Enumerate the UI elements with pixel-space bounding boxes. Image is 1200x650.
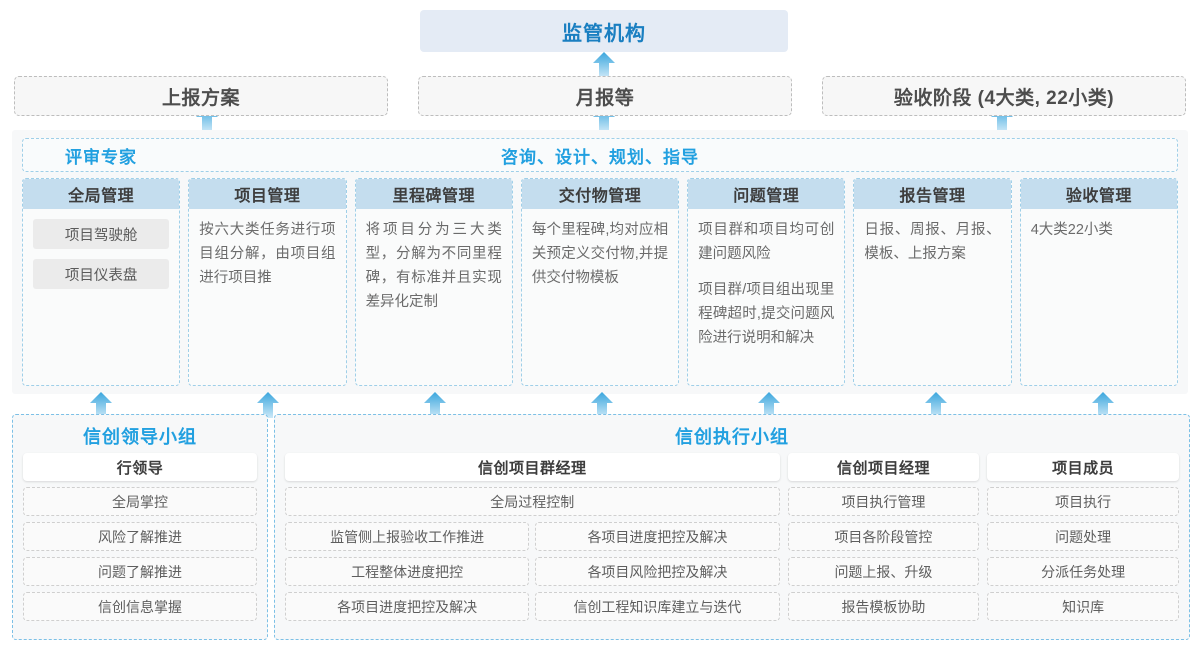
duty-grid: 项目执行管理项目各阶段管控问题上报、升级报告模板协助: [787, 487, 980, 629]
role-title[interactable]: 信创项目群经理: [285, 453, 780, 481]
management-card-title: 问题管理: [688, 179, 845, 209]
execution-group: 信创执行小组 信创项目群经理全局过程控制监管侧上报验收工作推进工程整体进度把控各…: [274, 414, 1190, 640]
arrow-up-icon: [758, 392, 780, 418]
management-card-title: 里程碑管理: [355, 179, 512, 209]
report-box-monthly: 月报等: [418, 76, 792, 116]
leadership-role-columns: 行领导全局掌控风险了解推进问题了解推进信创信息掌握: [23, 453, 257, 629]
management-card-text: 将项目分为三大类型，分解为不同里程碑，有标准并且实现差异化定制: [365, 222, 502, 310]
duty-item[interactable]: 信创信息掌握: [23, 592, 257, 621]
management-card-text: 每个里程碑,均对应相关预定义交付物,并提供交付物模板: [531, 222, 669, 286]
consultancy-services-label: 咨询、设计、规划、指导: [501, 147, 699, 167]
duty-grid: 全局掌控风险了解推进问题了解推进信创信息掌握: [23, 487, 257, 629]
duty-column: 各项目进度把控及解决各项目风险把控及解决信创工程知识库建立与迭代: [535, 522, 780, 629]
duty-column: 监管侧上报验收工作推进工程整体进度把控各项目进度把控及解决: [285, 522, 530, 629]
duty-item[interactable]: 分派任务处理: [987, 557, 1179, 586]
duty-column: 全局掌控风险了解推进问题了解推进信创信息掌握: [23, 487, 257, 629]
role-title[interactable]: 行领导: [23, 453, 257, 481]
duty-item[interactable]: 监管侧上报验收工作推进: [285, 522, 530, 551]
duty-item[interactable]: 各项目进度把控及解决: [535, 522, 780, 551]
duty-item[interactable]: 各项目进度把控及解决: [285, 592, 530, 621]
duty-item[interactable]: 知识库: [987, 592, 1179, 621]
arrow-up-icon: [424, 392, 446, 418]
management-card-pill[interactable]: 项目仪表盘: [33, 259, 170, 289]
management-card[interactable]: 交付物管理每个里程碑,均对应相关预定义交付物,并提供交付物模板: [520, 178, 680, 386]
duty-item[interactable]: 风险了解推进: [23, 522, 257, 551]
arrow-up-icon: [90, 392, 112, 418]
management-card-text: 4大类22小类: [1030, 222, 1113, 238]
duty-item[interactable]: 全局过程控制: [285, 487, 780, 516]
management-card-body: 每个里程碑,均对应相关预定义交付物,并提供交付物模板: [522, 209, 678, 385]
duty-item[interactable]: 各项目风险把控及解决: [535, 557, 780, 586]
leadership-group: 信创领导小组 行领导全局掌控风险了解推进问题了解推进信创信息掌握: [12, 414, 268, 640]
duty-item[interactable]: 报告模板协助: [787, 592, 980, 621]
management-card[interactable]: 问题管理项目群和项目均可创建问题风险项目群/项目组出现里程碑超时,提交问题风险进…: [687, 178, 846, 386]
role-title[interactable]: 项目成员: [987, 453, 1179, 481]
management-card-title: 验收管理: [1020, 179, 1177, 209]
management-card-row: 全局管理项目驾驶舱项目仪表盘项目管理按六大类任务进行项目组分解，由项目组进行项目…: [22, 178, 1178, 386]
management-card[interactable]: 项目管理按六大类任务进行项目组分解，由项目组进行项目推: [188, 178, 347, 386]
teams-row: 信创领导小组 行领导全局掌控风险了解推进问题了解推进信创信息掌握 信创执行小组 …: [12, 414, 1190, 640]
duty-grid: 监管侧上报验收工作推进工程整体进度把控各项目进度把控及解决各项目进度把控及解决各…: [285, 522, 780, 629]
management-card-body: 项目驾驶舱项目仪表盘: [23, 209, 179, 385]
duty-item[interactable]: 问题了解推进: [23, 557, 257, 586]
role-column: 项目成员项目执行问题处理分派任务处理知识库: [987, 453, 1179, 629]
management-card-body: 日报、周报、月报、模板、上报方案: [854, 209, 1010, 385]
arrow-up-icon: [257, 392, 279, 418]
execution-group-title: 信创执行小组: [675, 427, 789, 447]
management-card[interactable]: 验收管理 4大类22小类: [1019, 178, 1178, 386]
arrow-up-icon: [591, 392, 613, 418]
duty-item[interactable]: 工程整体进度把控: [285, 557, 530, 586]
duty-item[interactable]: 问题上报、升级: [787, 557, 980, 586]
arrow-up-icon: [1092, 392, 1114, 418]
management-card-pill[interactable]: 项目驾驶舱: [33, 219, 170, 249]
management-card-text: 按六大类任务进行项目组分解，由项目组进行项目推: [199, 222, 336, 286]
duty-grid: 项目执行问题处理分派任务处理知识库: [987, 487, 1179, 629]
execution-role-columns: 信创项目群经理全局过程控制监管侧上报验收工作推进工程整体进度把控各项目进度把控及…: [285, 453, 1179, 629]
duty-item[interactable]: 项目执行: [987, 487, 1179, 516]
duty-item[interactable]: 信创工程知识库建立与迭代: [535, 592, 780, 621]
role-column: 信创项目群经理全局过程控制监管侧上报验收工作推进工程整体进度把控各项目进度把控及…: [285, 453, 780, 629]
leadership-group-title: 信创领导小组: [83, 427, 197, 447]
consultancy-panel: 评审专家 咨询、设计、规划、指导 全局管理项目驾驶舱项目仪表盘项目管理按六大类任…: [12, 130, 1188, 394]
duty-column: 项目执行管理项目各阶段管控问题上报、升级报告模板协助: [787, 487, 980, 629]
management-card-body: 将项目分为三大类型，分解为不同里程碑，有标准并且实现差异化定制: [356, 209, 512, 385]
report-box-plan: 上报方案: [14, 76, 388, 116]
regulator-box: 监管机构: [420, 10, 788, 52]
management-card-text: 日报、周报、月报、模板、上报方案: [864, 222, 1001, 262]
management-card-body: 项目群和项目均可创建问题风险项目群/项目组出现里程碑超时,提交问题风险进行说明和…: [688, 209, 844, 385]
duty-item[interactable]: 全局掌控: [23, 487, 257, 516]
role-title[interactable]: 信创项目经理: [787, 453, 980, 481]
arrow-up-icon: [593, 52, 615, 78]
duty-item[interactable]: 问题处理: [987, 522, 1179, 551]
management-card[interactable]: 全局管理项目驾驶舱项目仪表盘: [22, 178, 181, 386]
duty-column: 项目执行问题处理分派任务处理知识库: [987, 487, 1179, 629]
management-card-title: 交付物管理: [521, 179, 679, 209]
report-box-acceptance: 验收阶段 (4大类, 22小类): [822, 76, 1186, 116]
management-card-body: 按六大类任务进行项目组分解，由项目组进行项目推: [189, 209, 345, 385]
role-column: 信创项目经理项目执行管理项目各阶段管控问题上报、升级报告模板协助: [787, 453, 980, 629]
management-card-text: 项目群和项目均可创建问题风险: [698, 222, 835, 262]
review-experts-label: 评审专家: [65, 147, 137, 167]
management-card-title: 全局管理: [23, 179, 180, 209]
management-card[interactable]: 报告管理日报、周报、月报、模板、上报方案: [853, 178, 1012, 386]
duty-item[interactable]: 项目执行管理: [787, 487, 980, 516]
role-column: 行领导全局掌控风险了解推进问题了解推进信创信息掌握: [23, 453, 257, 629]
management-card-text: 项目群/项目组出现里程碑超时,提交问题风险进行说明和解决: [698, 281, 835, 346]
duty-item[interactable]: 项目各阶段管控: [787, 522, 980, 551]
management-card-title: 报告管理: [854, 179, 1011, 209]
management-card-body: 4大类22小类: [1021, 209, 1177, 385]
consultancy-header: 评审专家 咨询、设计、规划、指导: [22, 138, 1178, 172]
arrow-up-icon: [925, 392, 947, 418]
management-card[interactable]: 里程碑管理将项目分为三大类型，分解为不同里程碑，有标准并且实现差异化定制: [354, 178, 513, 386]
management-card-title: 项目管理: [189, 179, 346, 209]
